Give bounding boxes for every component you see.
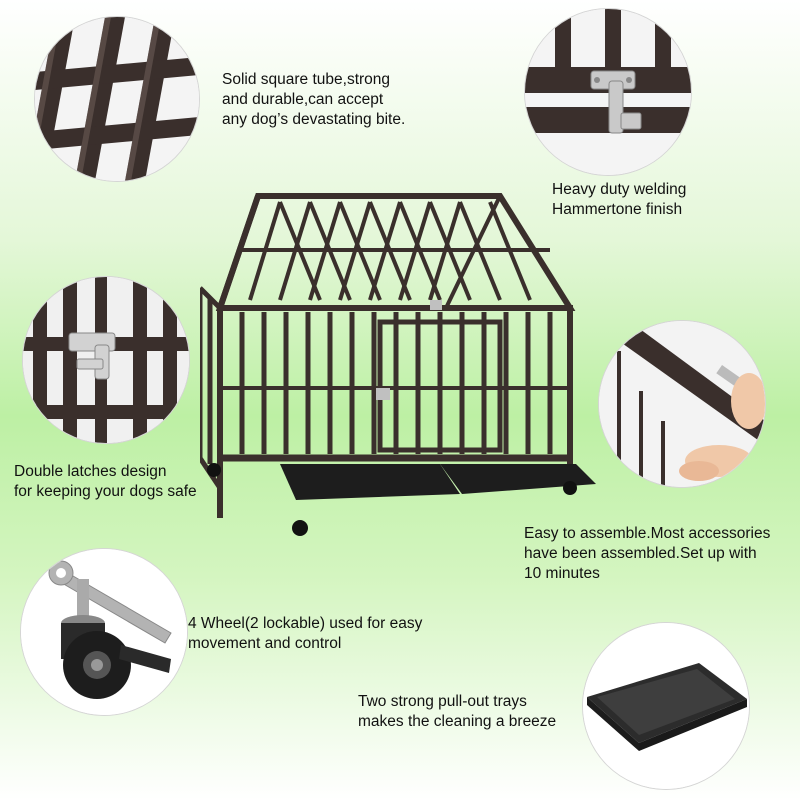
hand-assembly-icon	[599, 321, 765, 487]
tube-caption-line: and durable,can accept	[222, 91, 384, 108]
trays-caption-line: Two strong pull-out trays	[358, 693, 527, 710]
square-tube-closeup-image	[34, 16, 200, 182]
door-latch-icon	[376, 388, 390, 400]
tube-caption-line: any dog’s devastating bite.	[222, 111, 406, 128]
left-tray-icon	[280, 464, 460, 500]
assemble-caption-line: Easy to assemble.Most accessories	[524, 525, 771, 542]
welding-caption-line: Heavy duty welding	[552, 181, 687, 198]
wheels-caption: 4 Wheel(2 lockable) used for easy moveme…	[188, 614, 422, 654]
wheel-icon	[292, 520, 308, 536]
tray-icon	[583, 623, 749, 789]
double-latch-closeup-image	[22, 276, 190, 444]
square-tube-icon	[35, 17, 199, 181]
tube-caption: Solid square tube,strong and durable,can…	[222, 70, 405, 130]
welding-caption-line: Hammertone finish	[552, 201, 683, 218]
tube-caption-line: Solid square tube,strong	[222, 71, 391, 88]
caster-wheel-icon	[21, 549, 187, 715]
pull-out-tray-closeup-image	[582, 622, 750, 790]
latches-caption: Double latches design for keeping your d…	[14, 462, 197, 502]
latches-caption-line: Double latches design	[14, 463, 167, 480]
double-latch-icon	[23, 277, 189, 443]
wheels-caption-line: movement and control	[188, 635, 342, 652]
caster-wheel-closeup-image	[20, 548, 188, 716]
latches-caption-line: for keeping your dogs safe	[14, 483, 197, 500]
welding-caption: Heavy duty welding Hammertone finish	[552, 180, 686, 220]
assemble-caption-line: have been assembled.Set up with	[524, 545, 757, 562]
right-tray-icon	[440, 464, 596, 494]
latch-welding-closeup-image	[524, 8, 692, 176]
wheels-caption-line: 4 Wheel(2 lockable) used for easy	[188, 615, 423, 632]
dog-cage-product-image	[200, 193, 596, 536]
assemble-caption: Easy to assemble.Most accessories have b…	[524, 524, 770, 584]
trays-caption: Two strong pull-out trays makes the clea…	[358, 692, 556, 732]
hand-assembly-closeup-image	[598, 320, 766, 488]
wheel-icon	[563, 481, 577, 495]
wheel-icon	[207, 463, 221, 477]
latch-icon	[525, 9, 691, 175]
assemble-caption-line: 10 minutes	[524, 565, 600, 582]
top-latch-icon	[430, 300, 442, 310]
trays-caption-line: makes the cleaning a breeze	[358, 713, 557, 730]
